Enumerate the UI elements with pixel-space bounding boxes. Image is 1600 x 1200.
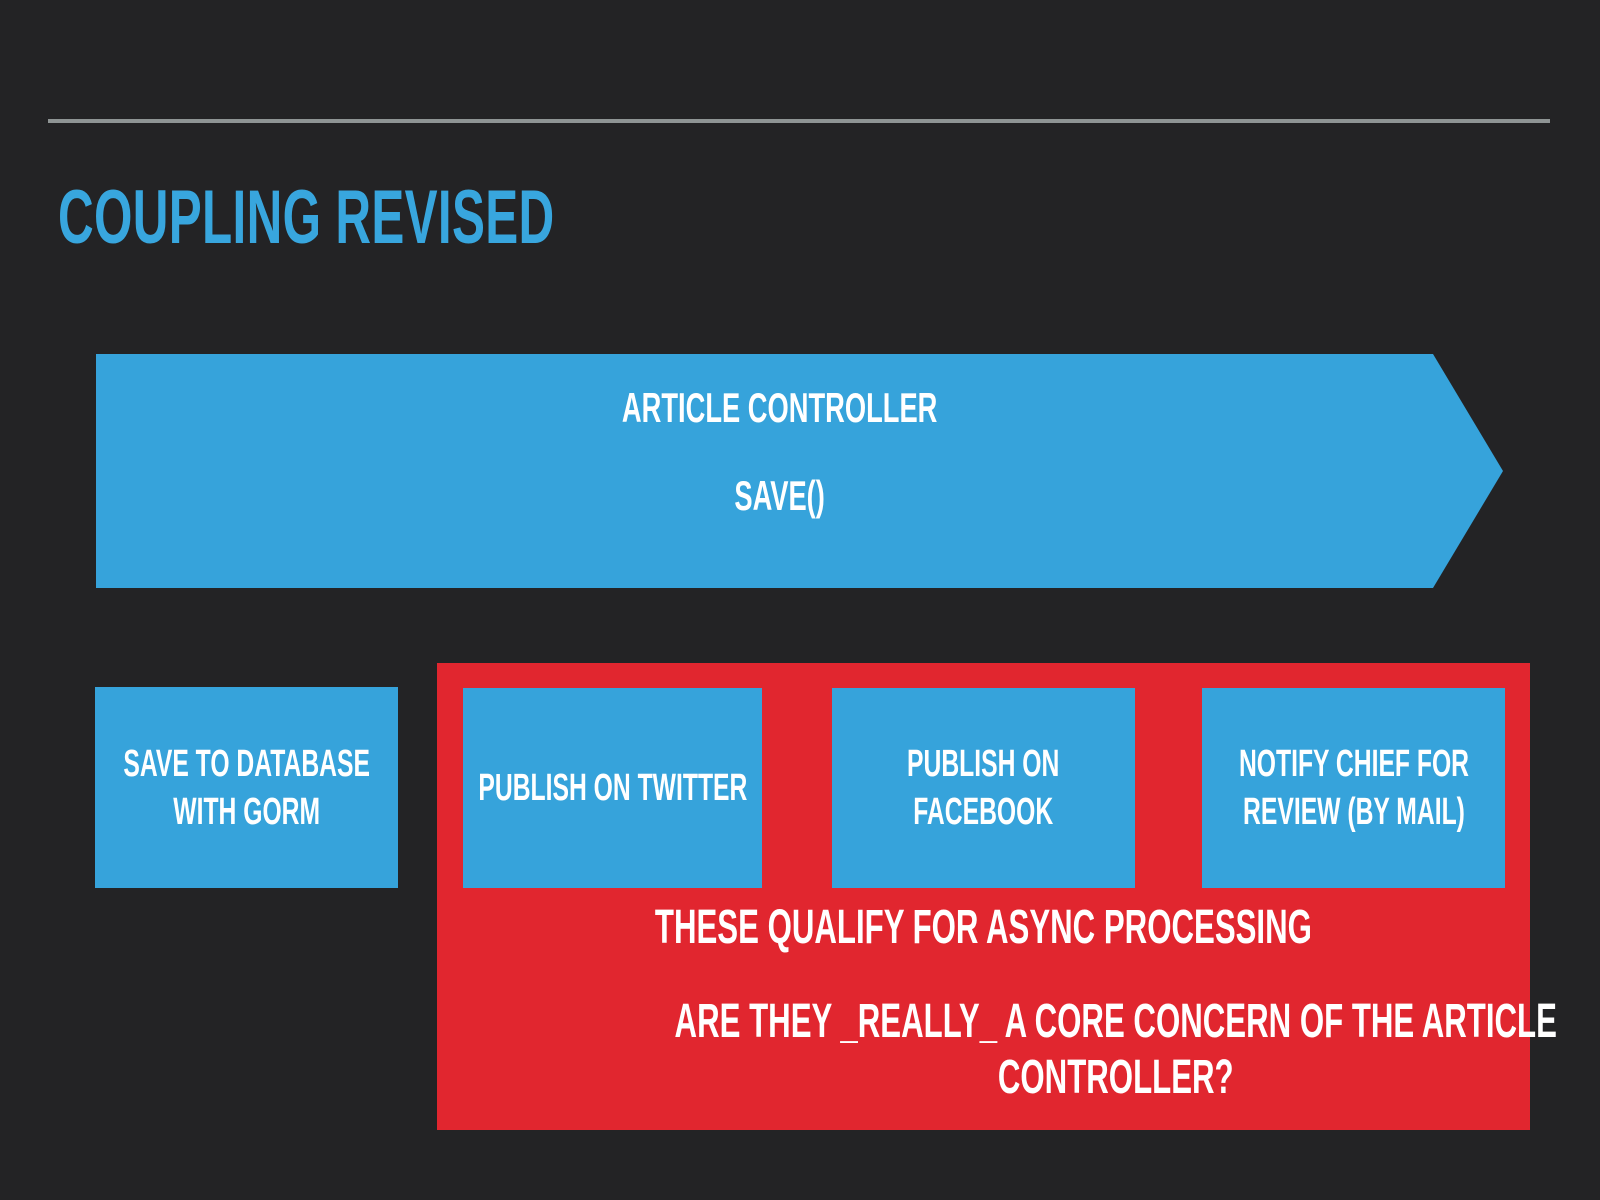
save-db-label: SAVE TO DATABASE WITH GORM (123, 742, 370, 833)
arrow-method-text: SAVE() (734, 472, 825, 519)
article-controller-arrow: ARTICLE CONTROLLER SAVE() (96, 354, 1503, 588)
save-db-box: SAVE TO DATABASE WITH GORM (95, 687, 398, 888)
publish-facebook-label: PUBLISH ON FACEBOOK (907, 743, 1060, 833)
async-group-box: PUBLISH ON TWITTER PUBLISH ON FACEBOOK N… (437, 663, 1557, 1130)
divider-line (48, 119, 1550, 123)
page-title-text: COUPLING REVISED (58, 175, 555, 260)
notify-chief-box: NOTIFY CHIEF FOR REVIEW (BY MAIL) (1202, 688, 1505, 888)
arrow-method-label: SAVE() (710, 473, 849, 519)
arrow-controller-text: ARTICLE CONTROLLER (621, 384, 938, 431)
arrow-controller-label: ARTICLE CONTROLLER (537, 385, 1022, 431)
core-concern-question: ARE THEY _REALLY_ A CORE CONCERN OF THE … (437, 994, 1557, 1106)
publish-twitter-label: PUBLISH ON TWITTER (478, 767, 747, 809)
publish-twitter-box: PUBLISH ON TWITTER (463, 688, 762, 888)
notify-chief-label: NOTIFY CHIEF FOR REVIEW (BY MAIL) (1238, 743, 1469, 833)
async-qualify-text: THESE QUALIFY FOR ASYNC PROCESSING (654, 901, 1313, 954)
core-concern-text: ARE THEY _REALLY_ A CORE CONCERN OF THE … (674, 995, 1557, 1104)
publish-facebook-box: PUBLISH ON FACEBOOK (832, 688, 1135, 888)
async-qualify-note: THESE QUALIFY FOR ASYNC PROCESSING (437, 903, 1530, 953)
page-title: COUPLING REVISED (58, 180, 822, 256)
